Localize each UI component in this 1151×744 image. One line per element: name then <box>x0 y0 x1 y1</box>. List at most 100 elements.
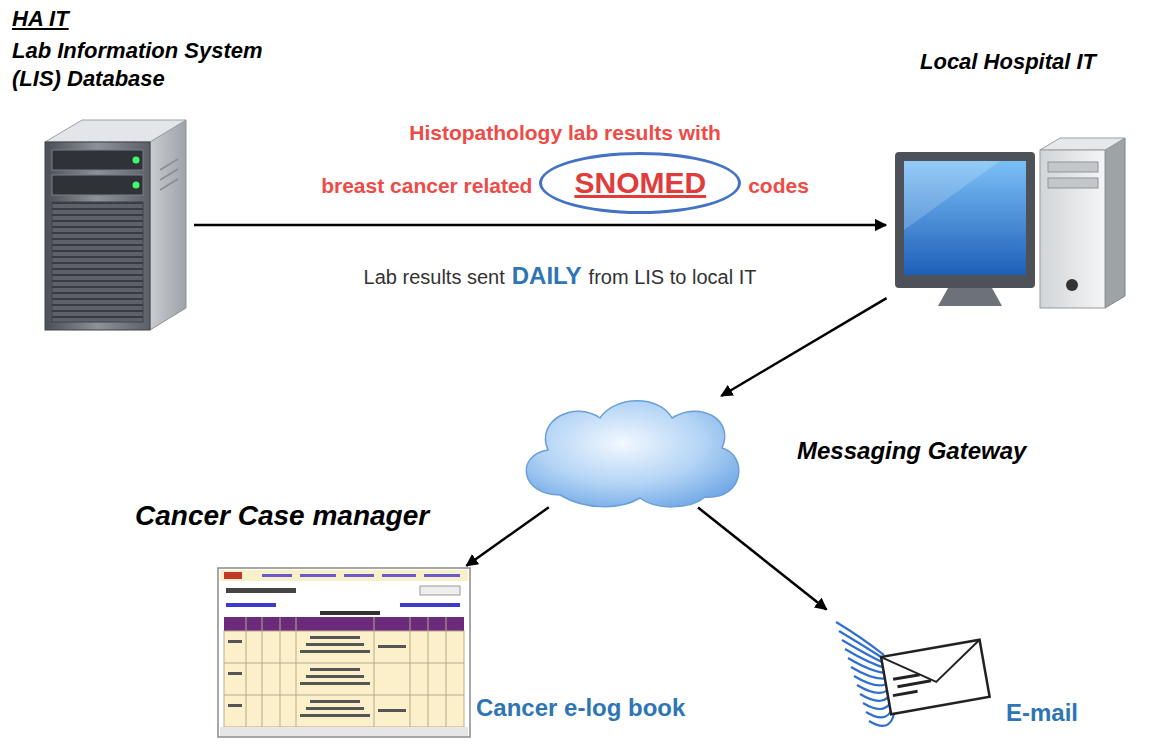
frequency-highlight: DAILY <box>512 262 582 291</box>
server-illustration-part <box>45 142 150 330</box>
logbook-screenshot <box>218 568 470 737</box>
envelope-part <box>881 640 990 714</box>
envelope <box>881 640 990 714</box>
logbook-screenshot-part <box>400 603 460 607</box>
logbook-screenshot-part <box>218 568 470 737</box>
logbook-screenshot-part <box>262 574 292 577</box>
logbook-screenshot-part-part <box>306 643 364 646</box>
logbook-screenshot-part <box>224 572 242 579</box>
cloud-shape <box>526 401 739 507</box>
server-illustration-part <box>133 182 140 189</box>
logbook-screenshot-part-part <box>246 617 247 727</box>
logbook-screenshot-part <box>300 574 336 577</box>
edge-note: breast cancer related <box>321 173 532 198</box>
computer-node: Local Hospital IT <box>890 140 1130 310</box>
system-heading: Lab Information System (LIS) Database <box>12 37 312 92</box>
speed-stroke <box>839 631 885 660</box>
logbook-screenshot-part-part <box>262 617 263 727</box>
flow-arrow <box>194 224 886 227</box>
computer-illustration-part <box>938 288 1002 306</box>
logbook-screenshot-part-part <box>310 636 360 639</box>
hospital-heading: Local Hospital IT <box>920 48 1096 76</box>
logbook-screenshot-part <box>320 611 380 615</box>
logbook-screenshot-part-part <box>374 617 375 727</box>
logbook-screenshot-part <box>226 603 276 607</box>
server-illustration-part <box>160 169 178 180</box>
server-illustration <box>45 120 186 330</box>
logbook-screenshot-part-part <box>378 645 406 648</box>
email-label: E-mail <box>1006 698 1078 728</box>
envelope-part <box>897 681 930 687</box>
logbook-screenshot-part-part <box>446 617 447 727</box>
cloud-shape-part <box>526 401 739 507</box>
logbook-screenshot-part <box>424 574 460 577</box>
logbook-screenshot-part-part <box>228 640 242 643</box>
computer-illustration-part <box>1066 279 1078 291</box>
logbook-screenshot-part <box>228 636 406 717</box>
logbook-screenshot-part-part <box>378 709 406 712</box>
edge-note: Lab results sent <box>364 265 505 289</box>
logbook-screenshot-part <box>344 574 374 577</box>
server-illustration-part <box>133 157 140 164</box>
envelope-part <box>893 675 920 680</box>
email-node: E-mail <box>828 612 995 742</box>
logbook-screenshot-part-part <box>280 617 281 727</box>
server-illustration-part <box>52 175 143 195</box>
server-illustration-part <box>52 150 143 170</box>
computer-illustration-part <box>1048 162 1098 172</box>
logbook-screenshot-part-part <box>428 617 429 727</box>
logbook-screenshot-part-part <box>310 668 360 671</box>
gateway-label: Messaging Gateway <box>797 436 1026 466</box>
computer-illustration-part <box>895 152 1035 288</box>
logbook-screenshot-part <box>220 727 468 736</box>
server-illustration-part <box>160 179 178 190</box>
logbook-screenshot-part-part <box>228 672 242 675</box>
label-row: breast cancer relatedSNOMEDcodes <box>290 152 840 214</box>
logbook-screenshot-part <box>420 586 460 595</box>
flow-arrow <box>721 298 886 396</box>
logbook-label: Cancer e-log book <box>476 693 685 723</box>
screenshot-node: Cancer Case managerCancer e-log book <box>218 568 470 737</box>
logbook-screenshot-part-part <box>310 700 360 703</box>
computer-illustration-part <box>904 161 1026 275</box>
manager-heading: Cancer Case manager <box>135 498 429 533</box>
envelope-part <box>881 640 985 691</box>
flow-arrow <box>698 507 826 609</box>
cloud-node: Messaging Gateway <box>515 398 740 505</box>
edge-note: codes <box>748 173 809 198</box>
flow-arrow <box>466 507 548 565</box>
logbook-screenshot-part <box>382 574 416 577</box>
computer-illustration-part <box>1040 138 1125 150</box>
edge-note: from LIS to local IT <box>589 265 757 289</box>
envelope-part <box>893 691 918 695</box>
edge-note: Histopathology lab results with <box>409 120 721 145</box>
logbook-screenshot-part-part <box>300 682 370 685</box>
server-illustration-part <box>45 120 186 142</box>
logbook-screenshot-part-part <box>296 617 297 727</box>
logbook-screenshot-part-part <box>228 704 242 707</box>
logbook-screenshot-part <box>220 570 468 581</box>
computer-illustration <box>895 138 1125 308</box>
label-row: Lab results sent DAILY from LIS to local I… <box>260 262 860 291</box>
logbook-screenshot-part <box>246 617 446 727</box>
logbook-screenshot-part-part <box>306 707 364 710</box>
org-heading: HA IT <box>12 5 69 33</box>
server-node: HA ITLab Information System (LIS) Databa… <box>40 128 190 322</box>
server-illustration-part <box>150 120 186 330</box>
computer-illustration-part <box>1040 150 1105 308</box>
logbook-screenshot-part-part <box>306 675 364 678</box>
logbook-screenshot-part-part <box>300 714 370 717</box>
email-icon <box>836 622 990 726</box>
computer-illustration-part <box>1048 178 1098 188</box>
logbook-screenshot-part <box>226 588 296 593</box>
label-row: Histopathology lab results with <box>330 120 800 145</box>
computer-illustration-part <box>904 161 1000 230</box>
server-illustration-part <box>52 202 143 322</box>
logbook-screenshot-part-part <box>300 650 370 653</box>
computer-illustration-part <box>1105 138 1125 308</box>
logbook-screenshot-part-part <box>410 617 411 727</box>
server-illustration-part <box>160 159 178 170</box>
